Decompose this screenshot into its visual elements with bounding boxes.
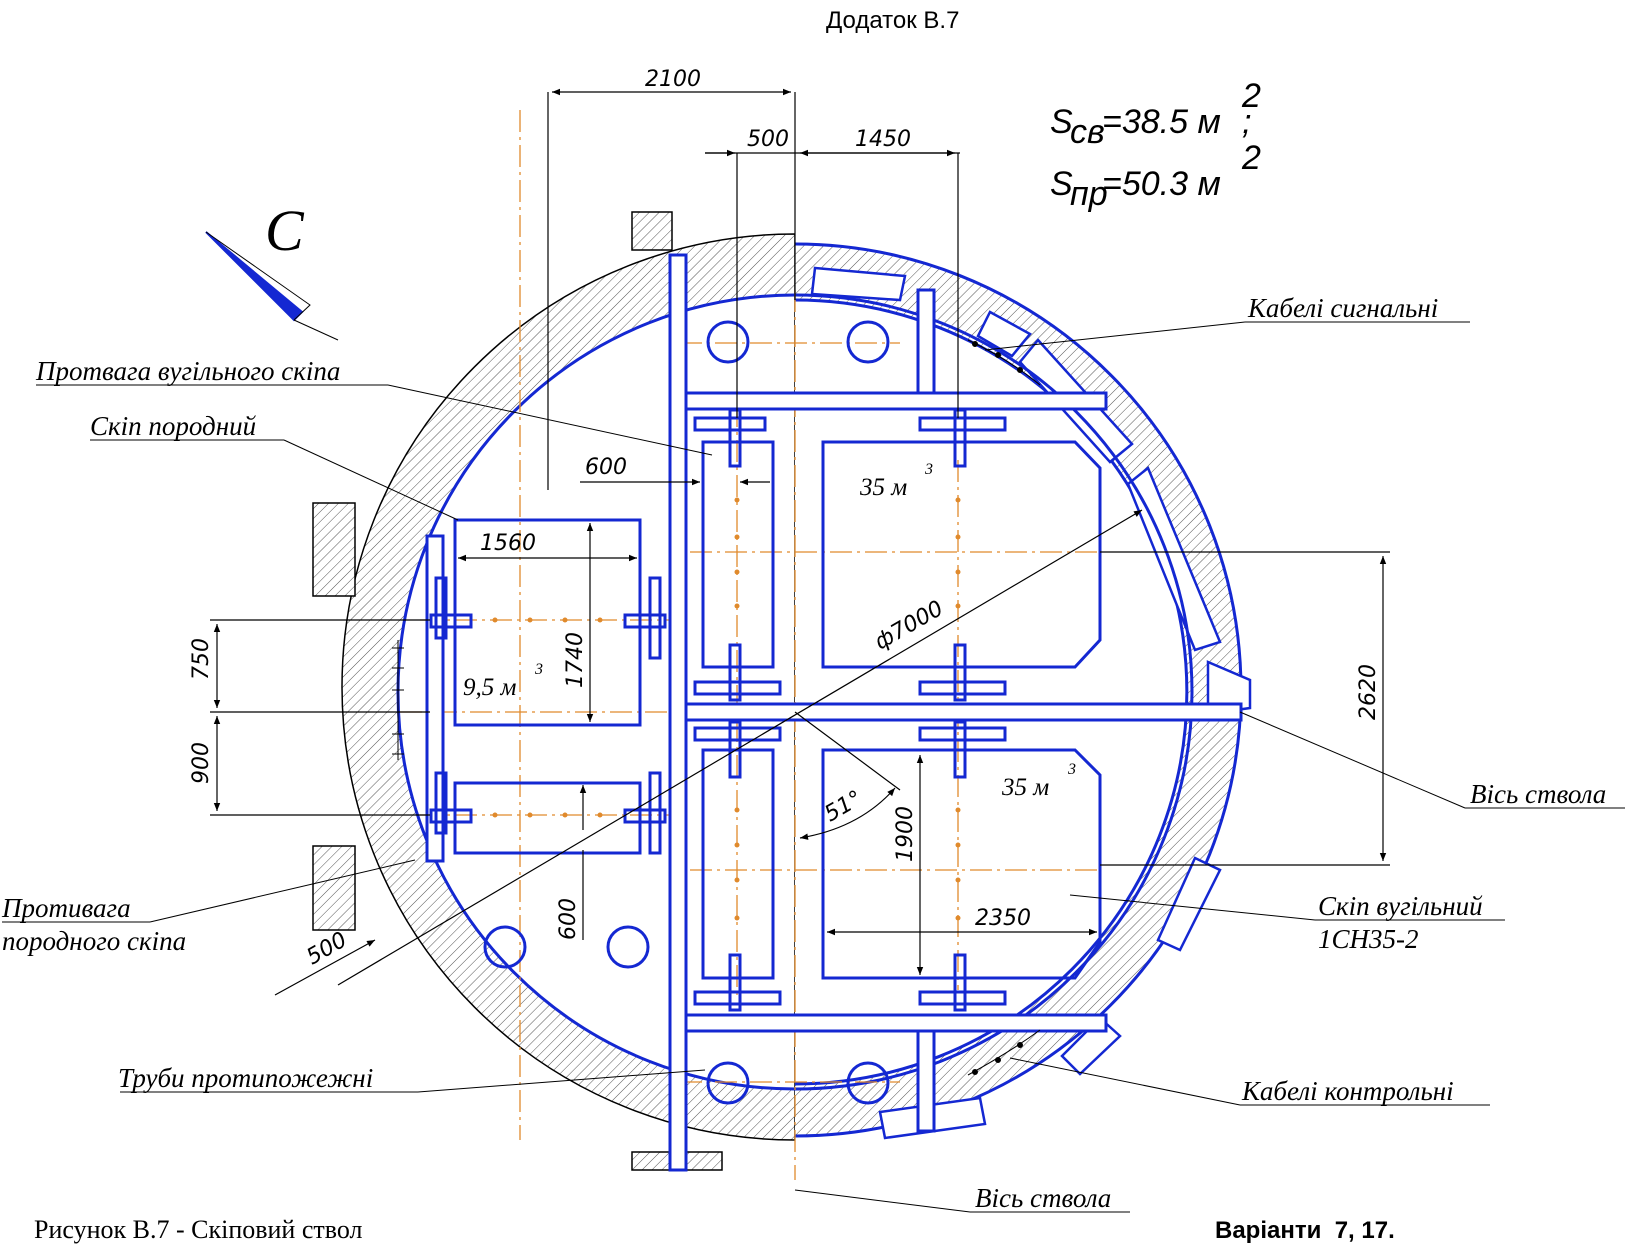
dim-1740: 1740	[563, 632, 588, 688]
signal-cable-ladder	[967, 339, 1041, 386]
dim-600-top: 600	[585, 455, 627, 480]
guide-frame	[425, 253, 1243, 1172]
coal-counterweights	[701, 440, 775, 980]
appendix-header: Додаток В.7	[826, 7, 959, 34]
label-shaft-axis-right: Вісь ствола	[1470, 779, 1606, 809]
area-gross-value: =50.3 м	[1102, 165, 1221, 203]
label-rock-skip: Скіп породний	[90, 411, 257, 441]
north-arrow-icon	[205, 231, 339, 341]
dim-1450: 1450	[855, 127, 911, 152]
vol-rock-skip-sup: 3	[534, 661, 543, 678]
rock-skip	[453, 518, 642, 727]
vol-rock-skip: 9,5 м	[463, 674, 517, 701]
dim-1560: 1560	[480, 531, 536, 556]
dim-500-top: 500	[747, 127, 789, 152]
variants-note: Варіанти 7, 17.	[1215, 1217, 1395, 1244]
leader-lines	[2, 321, 1625, 1213]
vol-upper-skip: 35 м	[859, 474, 907, 501]
vol-lower-skip: 35 м	[1001, 774, 1049, 801]
label-coal-counterweight: Протвага вугільного скіпа	[35, 356, 340, 386]
area-gross-sup: 2	[1241, 139, 1261, 177]
area-clear-sym: S	[1050, 103, 1073, 141]
label-rock-counterweight-1: Противага	[1, 893, 131, 923]
dim-900: 900	[189, 742, 214, 784]
coal-skip-lower	[821, 748, 1102, 980]
dim-diameter: ф7000	[871, 596, 948, 655]
guide-shoes	[429, 408, 1007, 1012]
label-control-cables: Кабелі контрольні	[1241, 1076, 1454, 1106]
figure-caption: Рисунок В.7 - Скіповий ствол	[34, 1215, 362, 1244]
dimension-lines	[210, 88, 1390, 996]
control-cable-ladder	[967, 1029, 1041, 1076]
label-shaft-axis-bottom: Вісь ствола	[975, 1183, 1111, 1213]
dim-600-low: 600	[556, 898, 581, 940]
area-gross-sym: S	[1050, 165, 1073, 203]
area-clear-sup: 2	[1241, 77, 1261, 115]
dim-angle: 51°	[821, 786, 867, 827]
dim-2100: 2100	[645, 67, 701, 92]
label-rock-counterweight-2: породного скіпа	[2, 926, 186, 956]
vol-lower-skip-sup: 3	[1067, 761, 1076, 778]
north-letter: С	[265, 198, 305, 263]
label-coal-skip: Скіп вугільний	[1318, 891, 1483, 921]
dim-500-low: 500	[303, 928, 352, 971]
dim-750: 750	[189, 638, 214, 680]
area-clear-value: =38.5 м	[1102, 103, 1221, 141]
label-signal-cables: Кабелі сигнальні	[1247, 293, 1438, 323]
dim-2350: 2350	[975, 906, 1031, 931]
dim-1900: 1900	[893, 806, 918, 862]
area-clear-sub: св	[1070, 113, 1105, 151]
label-coal-skip-model: 1СН35-2	[1318, 924, 1419, 954]
dim-2620: 2620	[1356, 664, 1381, 720]
area-clear-tail: ;	[1242, 103, 1251, 141]
coal-skip-upper	[821, 440, 1102, 669]
fire-pipes	[483, 320, 890, 1105]
area-gross-sub: пр	[1070, 175, 1108, 213]
rope-points	[492, 497, 961, 921]
label-fire-pipes: Труби протипожежні	[118, 1063, 373, 1093]
vol-upper-skip-sup: 3	[924, 461, 933, 478]
rock-counterweight	[453, 781, 642, 855]
